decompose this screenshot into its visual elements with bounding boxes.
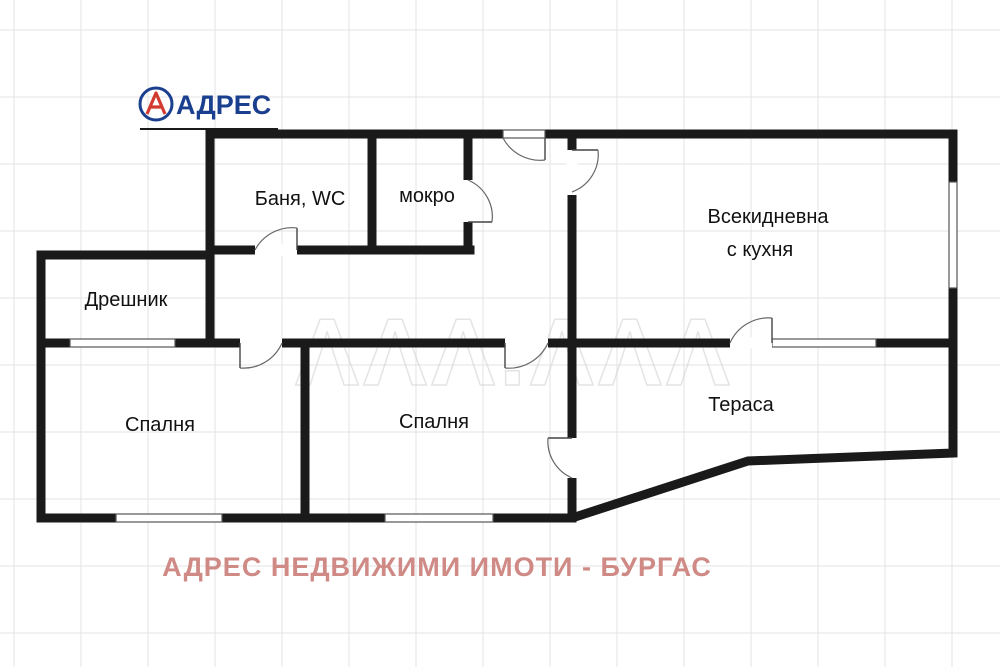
door-living (571, 149, 599, 193)
doors (239, 128, 773, 479)
room-closet-label: Дрешник (85, 289, 168, 311)
room-living-label-line1: Всекидневна (707, 206, 829, 228)
room-labels: Баня, WC мокро Всекидневна с кухня Дрешн… (85, 185, 830, 436)
footer-agency-text: АДРЕС НЕДВИЖИМИ ИМОТИ - БУРГАС (162, 552, 712, 582)
watermark: ΛΛΛ.ΛΛΛ (295, 299, 734, 406)
window-bedroom-left (115, 513, 223, 523)
door-terrace-bedroom (547, 437, 573, 479)
room-bath-label: Баня, WC (255, 188, 346, 210)
window-living-east (948, 181, 958, 289)
entrance-frame (502, 129, 546, 139)
window-bedroom-middle (384, 513, 494, 523)
door-bedroom-middle (504, 342, 549, 369)
door-wet (467, 179, 493, 223)
logo: АДРЕС (138, 86, 278, 130)
room-wet-label: мокро (399, 185, 455, 207)
room-living-label-line2: с кухня (727, 239, 793, 261)
room-terrace-label: Тераса (708, 394, 774, 416)
window-living-terrace (771, 338, 877, 348)
windows (69, 181, 958, 523)
window-closet (69, 338, 176, 348)
door-bedroom-left (239, 342, 283, 369)
room-bedroom-middle-label: Спалня (399, 411, 469, 433)
a-letter-circle-icon (138, 86, 174, 122)
door-terrace (729, 317, 773, 344)
logo-text: АДРЕС (176, 90, 271, 120)
door-entrance (502, 137, 546, 161)
room-bedroom-left-label: Спалня (125, 414, 195, 436)
door-bath (254, 227, 298, 251)
